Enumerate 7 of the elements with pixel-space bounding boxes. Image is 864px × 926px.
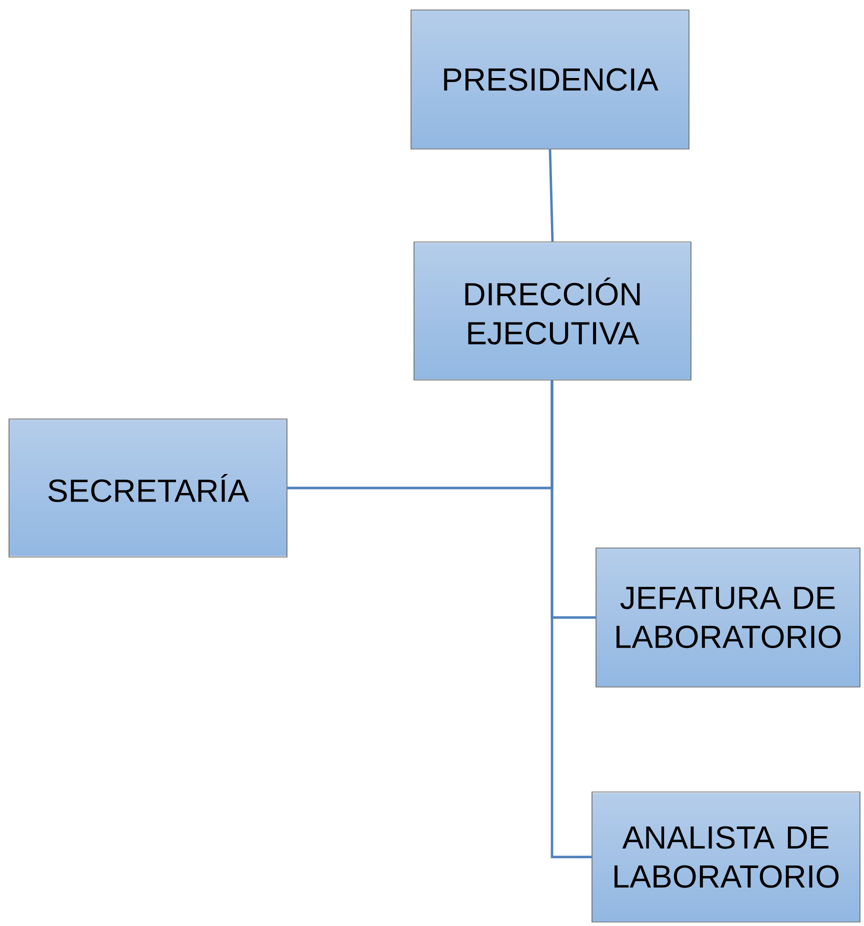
org-box: DIRECCIÓN EJECUTIVA: [414, 242, 692, 380]
org-box: ANALISTA DE LABORATORIO: [592, 792, 860, 922]
org-box: SECRETARÍA: [8, 418, 288, 558]
connector-line: [548, 149, 554, 242]
connector-line: [550, 380, 592, 858]
org-box: PRESIDENCIA: [410, 10, 690, 150]
org-box: JEFATURA DE LABORATORIO: [596, 548, 860, 688]
